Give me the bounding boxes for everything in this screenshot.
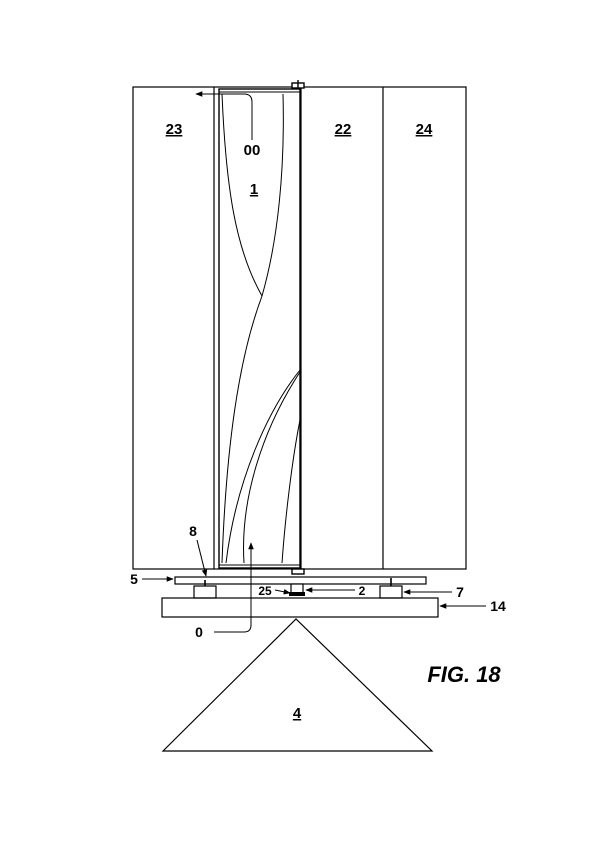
support-plate-5 bbox=[174, 576, 427, 585]
label-00: 00 bbox=[244, 142, 261, 159]
leader-8 bbox=[196, 539, 208, 577]
label-1: 1 bbox=[250, 181, 258, 198]
rotor-1 bbox=[218, 80, 305, 575]
leader-00 bbox=[195, 91, 253, 140]
bearing-block-right bbox=[379, 585, 403, 599]
label-2: 2 bbox=[359, 584, 366, 598]
label-24: 24 bbox=[416, 121, 433, 138]
label-5: 5 bbox=[130, 571, 138, 587]
figure-caption: FIG. 18 bbox=[427, 662, 501, 687]
label-4: 4 bbox=[293, 705, 302, 722]
leader-25 bbox=[274, 589, 291, 595]
label-14: 14 bbox=[490, 598, 506, 614]
label-23: 23 bbox=[166, 121, 183, 138]
leader-0 bbox=[214, 542, 254, 633]
label-8: 8 bbox=[189, 523, 197, 539]
coupling-25 bbox=[289, 592, 305, 596]
base-platform-14 bbox=[161, 597, 439, 618]
label-0: 0 bbox=[195, 624, 203, 640]
bearing-block-left bbox=[193, 585, 217, 599]
label-25: 25 bbox=[258, 584, 272, 598]
label-22: 22 bbox=[335, 121, 352, 138]
label-7: 7 bbox=[456, 584, 464, 600]
shaft-2 bbox=[290, 583, 304, 594]
pyramid-base-4 bbox=[161, 618, 434, 752]
